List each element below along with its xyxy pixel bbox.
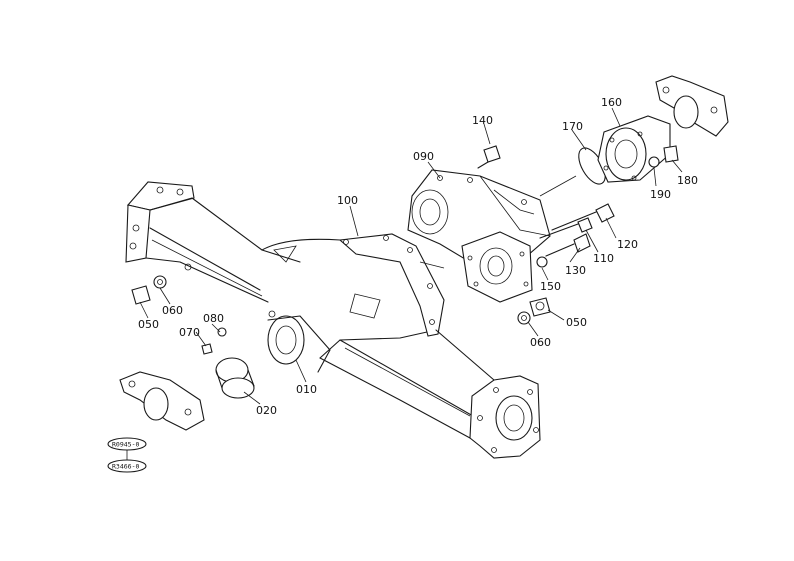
plug-050-right	[529, 297, 551, 317]
callout-100: 100	[337, 194, 358, 207]
callout-130: 130	[565, 264, 586, 277]
callout-160: 160	[601, 96, 622, 109]
callout-070: 070	[179, 326, 200, 339]
axle-housing	[125, 181, 541, 459]
bolt-130	[545, 233, 591, 257]
callout-090: 090	[413, 150, 434, 163]
callout-010: 010	[296, 383, 317, 396]
washer-190	[648, 156, 660, 168]
ref-badge-2-text: R3466-0	[112, 463, 139, 471]
callout-150: 150	[540, 280, 561, 293]
callout-020: 020	[256, 404, 277, 417]
bushing-020	[215, 357, 255, 399]
bolt-120	[551, 203, 615, 231]
callout-050-left: 050	[138, 318, 159, 331]
ref-badge-2	[107, 459, 147, 473]
reference-badges: R0945-0 R3466-0	[107, 437, 147, 473]
callout-080: 080	[203, 312, 224, 325]
bolt-140	[477, 145, 501, 169]
callout-060-left: 060	[162, 304, 183, 317]
callout-110: 110	[593, 252, 614, 265]
hub-160	[597, 115, 671, 183]
callout-060-right: 060	[530, 336, 551, 349]
ref-badge-1-text: R0945-0	[112, 441, 139, 449]
washer-060-left	[153, 275, 167, 289]
callout-050-right: 050	[566, 316, 587, 329]
pin-110	[539, 217, 593, 239]
washer-080	[217, 327, 227, 337]
support-bracket-right	[655, 75, 729, 137]
callout-170: 170	[562, 120, 583, 133]
callout-190: 190	[650, 188, 671, 201]
differential-carrier	[407, 169, 551, 303]
callout-180: 180	[677, 174, 698, 187]
callout-labels: 140 170 160 090 100 190 180 120 110 130 …	[138, 96, 698, 417]
support-bracket-left	[119, 371, 205, 431]
bolt-070	[201, 343, 213, 355]
bolt-180	[663, 145, 679, 163]
washer-150	[536, 256, 548, 268]
callout-140: 140	[472, 114, 493, 127]
leader-lines	[139, 107, 683, 405]
plug-050-left	[131, 285, 151, 305]
callout-120: 120	[617, 238, 638, 251]
washer-060-right	[517, 311, 531, 325]
